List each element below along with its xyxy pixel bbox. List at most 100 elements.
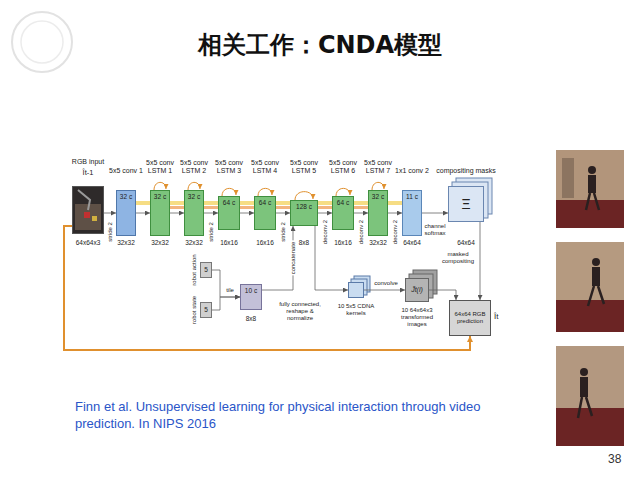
layer-heading: 5x5 conv LSTM 4 (248, 159, 282, 175)
dimension-label: 32x32 (369, 239, 387, 246)
connector (204, 213, 218, 214)
edge-label: deconv 2 (358, 219, 365, 245)
layer-heading: compositing masks (434, 167, 498, 175)
connector (315, 226, 348, 290)
recurrent-loop (372, 182, 384, 190)
lstm-layer: 5x5 conv LSTM 464 c16x16 (254, 196, 276, 230)
block-label: 64 c (223, 199, 235, 206)
edge-label: deconv 2 (322, 219, 329, 245)
connector (262, 226, 293, 290)
edge-label: deconv 2 (392, 219, 399, 245)
symbol-label: Ît-1 (83, 168, 94, 177)
side-label: robot state (191, 296, 198, 324)
block-label: Ξ (461, 197, 470, 211)
dimension-label: 32x32 (117, 239, 135, 246)
layer-heading: 5x5 conv LSTM 6 (326, 159, 360, 175)
recurrent-loop (154, 182, 166, 190)
person (588, 166, 596, 174)
lstm-layer: 5x5 conv LSTM 5128 c8x8 (290, 200, 318, 226)
connector (212, 297, 240, 310)
photo-wall (556, 150, 624, 228)
conv-layer: 5x5 conv 132 c32x32 (116, 190, 136, 236)
dimension-label: 8x8 (299, 239, 309, 246)
block-label: 5 (204, 266, 208, 273)
object (84, 212, 90, 218)
photo (556, 242, 624, 332)
prediction-box: 64x64 RGB prediction (449, 300, 491, 336)
photo (556, 346, 624, 446)
edge-label: channel softmax (422, 223, 448, 237)
lstm-layer: 5x5 conv LSTM 664 c16x16 (332, 196, 354, 230)
recurrent-loop (295, 192, 313, 200)
edge-label: stride 2 (107, 221, 114, 243)
symbol-label: Ît (494, 312, 498, 322)
robot-input-box: robot action5 (200, 262, 212, 278)
edge-label: fully connected, reshape & normalize (274, 301, 326, 322)
layer-heading: 5x5 conv LSTM 1 (143, 159, 177, 175)
layer-heading: 5x5 conv LSTM 2 (177, 159, 211, 175)
block-label: 64 c (337, 199, 349, 206)
photo-ground (72, 186, 104, 234)
person (586, 193, 599, 210)
person (592, 267, 600, 286)
edge-label: stride 2 (280, 221, 287, 243)
slide-title: 相关工作：CNDA模型 (0, 30, 640, 60)
block-label: 128 c (296, 203, 312, 210)
lstm-layer: 5x5 conv LSTM 132 c32x32 (150, 190, 170, 236)
layer-heading: 5x5 conv LSTM 7 (361, 159, 395, 175)
object (92, 216, 97, 221)
block-label: 11 c (406, 193, 418, 200)
block-label: 64x64 RGB prediction (450, 311, 490, 325)
connector (422, 213, 448, 214)
logo-ring (21, 21, 63, 63)
connector (64, 226, 470, 350)
kernel-stack: 10 5x5 CDNA kernels (348, 282, 364, 298)
dimension-label: 64x64 (403, 239, 421, 246)
block-label: 64 c (259, 199, 271, 206)
recurrent-loop (188, 182, 200, 190)
connector (318, 213, 332, 214)
dimension-label: 8x8 (246, 315, 256, 322)
lstm-layer: 5x5 conv LSTM 732 c32x32 (368, 190, 388, 236)
person (592, 258, 600, 266)
dimension-label: 64x64x3 (76, 239, 101, 246)
lstm-layer: 5x5 conv LSTM 232 c32x32 (184, 190, 204, 236)
recurrent-loop (258, 188, 272, 196)
dimension-label: 32x32 (185, 239, 203, 246)
side-label: robot action (191, 254, 198, 285)
input-image: RGB input64x64x3 (72, 186, 104, 234)
block-label: 32 c (188, 193, 200, 200)
robot-arm (78, 190, 90, 210)
person (578, 397, 592, 418)
page-number: 38 (608, 452, 621, 466)
connector (364, 290, 405, 291)
block-label: 32 c (154, 193, 166, 200)
connector (104, 213, 116, 214)
layer-heading: 5x5 conv LSTM 3 (212, 159, 246, 175)
dimension-label: 16x16 (220, 239, 238, 246)
connector (429, 290, 456, 300)
person (580, 377, 588, 397)
person (580, 368, 588, 376)
dimension-label: 64x64 (457, 239, 475, 246)
person (588, 175, 596, 193)
edge-label: concatenate (290, 241, 297, 276)
photo-wall (556, 242, 624, 332)
robot-input-box: robot state5 (200, 302, 212, 318)
layer-heading: RGB input (66, 158, 110, 166)
edge-label: convolve (373, 280, 399, 287)
connector (212, 270, 240, 297)
block-label: 32 c (372, 193, 384, 200)
recurrent-loop (336, 188, 350, 196)
dimension-label: 32x32 (151, 239, 169, 246)
tiled-block: 10 c8x8 (240, 284, 262, 310)
block-label: 5 (204, 306, 208, 313)
connector (276, 213, 290, 214)
logo-ring (12, 12, 72, 72)
caption: 10 5x5 CDNA kernels (333, 303, 379, 317)
conv-layer: 1x1 conv 211 c64x64 (402, 190, 422, 236)
university-logo (12, 12, 72, 72)
input-photo (72, 186, 104, 234)
photo-floor (556, 200, 624, 228)
